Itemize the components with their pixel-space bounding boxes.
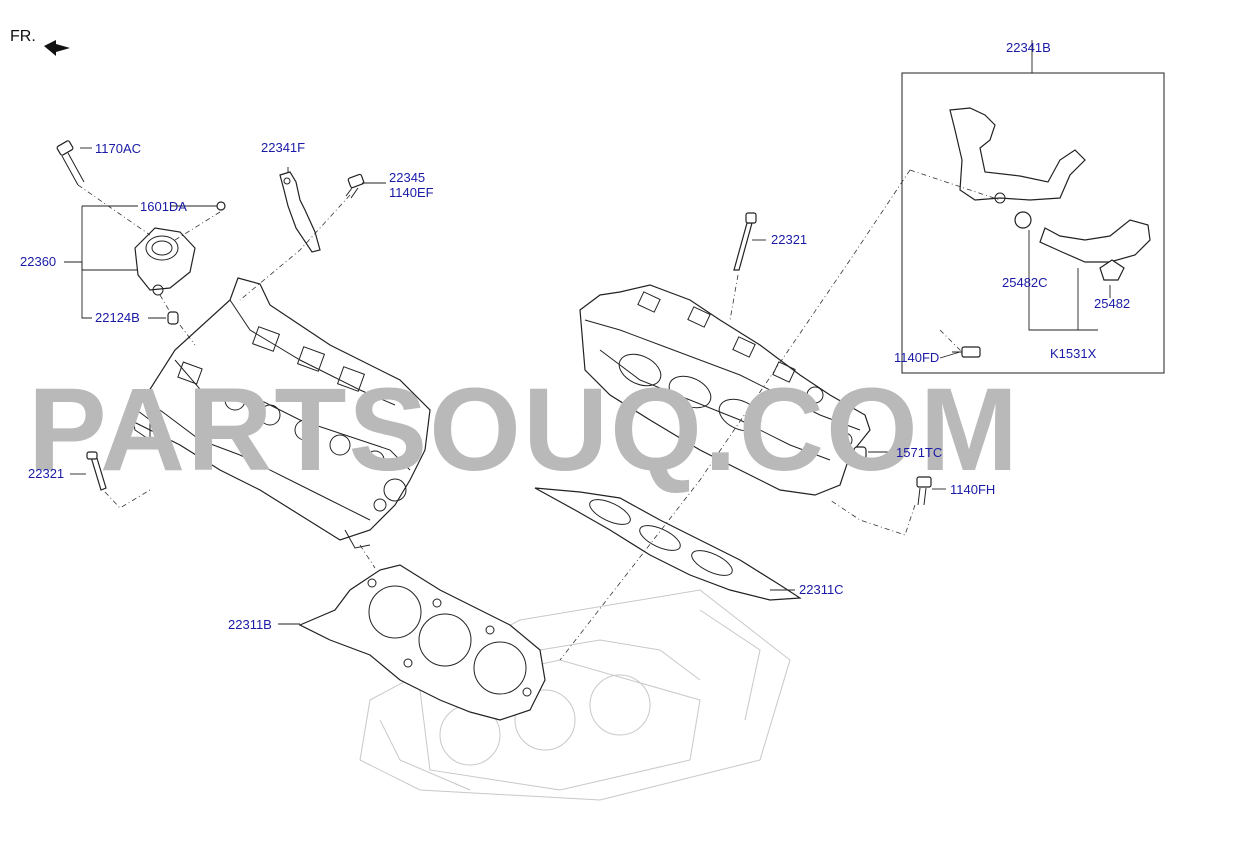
stud-22321-right	[733, 212, 757, 271]
callout-K1531X[interactable]: K1531X	[1050, 346, 1097, 361]
stud-22321-left	[86, 451, 107, 491]
bolt-1140FD	[952, 346, 981, 358]
bolt-1170AC	[56, 140, 85, 186]
front-arrow-icon	[44, 40, 70, 56]
callout-22321-left[interactable]: 22321	[28, 466, 64, 481]
callout-1170AC[interactable]: 1170AC	[95, 141, 141, 156]
pin-22124B	[167, 311, 179, 325]
callout-22321-right[interactable]: 22321	[771, 232, 807, 247]
callout-1140EF[interactable]: 1140EF	[389, 185, 434, 200]
assembly-lines	[77, 169, 1001, 661]
left-head-gasket	[298, 564, 546, 721]
bolt-1140FH	[916, 476, 932, 506]
hose-pipe-assembly	[949, 107, 1151, 281]
right-head-gasket	[534, 487, 802, 601]
watermark-text: PARTSOUQ.COM	[28, 364, 1020, 496]
callout-25482[interactable]: 25482	[1094, 296, 1130, 311]
callout-22345[interactable]: 22345	[389, 170, 425, 185]
cover-22360	[134, 227, 196, 296]
callout-1140FH[interactable]: 1140FH	[950, 482, 995, 497]
callout-1571TC[interactable]: 1571TC	[896, 445, 942, 460]
callout-1601DA[interactable]: 1601DA	[140, 199, 187, 214]
callout-22311C[interactable]: 22311C	[799, 582, 844, 597]
callout-22311B[interactable]: 22311B	[228, 617, 272, 632]
callout-22360[interactable]: 22360	[20, 254, 56, 269]
callout-22124B[interactable]: 22124B	[95, 310, 140, 325]
bracket-22341F	[279, 171, 321, 253]
leader-lines	[64, 40, 1111, 625]
callout-labels: 1170AC 1601DA 22360 22124B 22341F 22345 …	[20, 40, 1130, 632]
plug-1601DA	[216, 201, 226, 211]
left-cylinder-head	[129, 277, 431, 549]
callout-1140FD[interactable]: 1140FD	[894, 350, 939, 365]
front-label: FR.	[10, 28, 36, 45]
bolt-22345	[345, 173, 365, 199]
callout-22341F[interactable]: 22341F	[261, 140, 305, 155]
callout-25482C[interactable]: 25482C	[1002, 275, 1048, 290]
assembly-box-22341B	[901, 72, 1165, 374]
plug-1571TC	[853, 446, 867, 460]
callout-22341B[interactable]: 22341B	[1006, 40, 1051, 55]
front-direction-indicator: FR.	[10, 28, 70, 56]
right-cylinder-head	[579, 284, 871, 496]
